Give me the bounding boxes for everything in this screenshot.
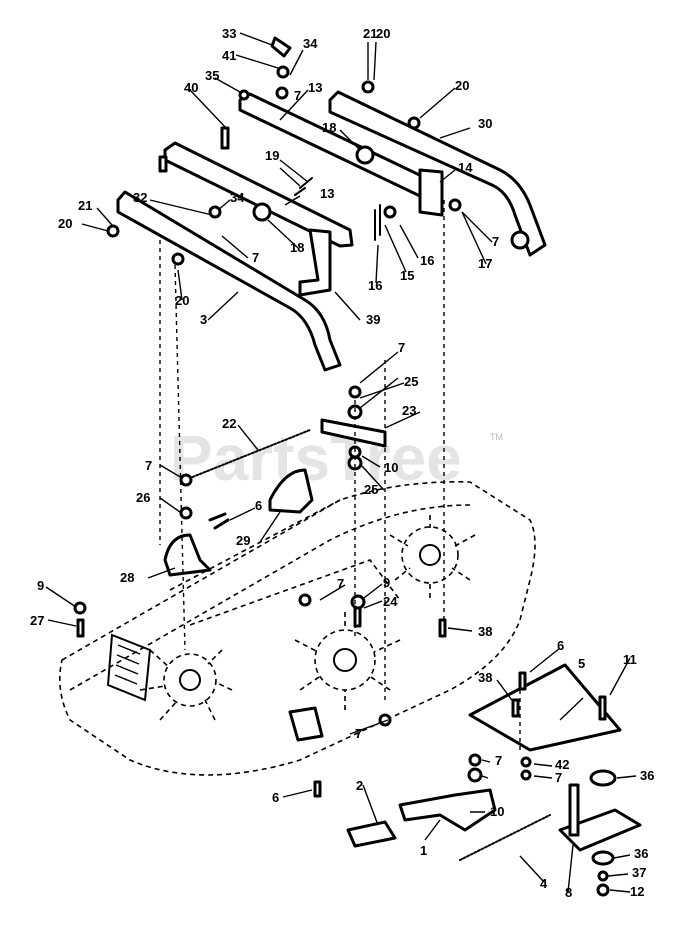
watermark: PartsTree	[170, 422, 462, 494]
plate-5	[468, 663, 622, 752]
watermark-trademark: TM	[490, 432, 503, 442]
callout-16: 16	[368, 278, 382, 293]
callout-1: 1	[420, 843, 427, 858]
callout-32: 32	[133, 190, 147, 205]
callout-7: 7	[492, 234, 499, 249]
callout-4: 4	[540, 876, 548, 891]
leader-lines	[45, 32, 637, 893]
callout-20: 20	[58, 216, 72, 231]
right-spindle	[389, 515, 476, 598]
callout-13: 13	[320, 186, 334, 201]
callout-42: 42	[555, 757, 569, 772]
bracket-14	[418, 168, 444, 217]
callout-2: 2	[356, 778, 363, 793]
callout-33: 33	[222, 26, 236, 41]
callout-7: 7	[555, 770, 562, 785]
height-scale	[106, 633, 152, 702]
callout-3: 3	[200, 312, 207, 327]
callout-7: 7	[495, 753, 502, 768]
callout-20: 20	[175, 293, 189, 308]
callout-29: 29	[236, 533, 250, 548]
pedal-pad-2	[346, 820, 397, 848]
callout-41: 41	[222, 48, 236, 63]
mower-deck	[59, 481, 536, 776]
left-spindle	[139, 649, 233, 721]
callout-7: 7	[145, 458, 152, 473]
spring-4	[459, 814, 551, 861]
callout-6: 6	[272, 790, 279, 805]
callout-5: 5	[578, 656, 585, 671]
callout-34: 34	[230, 190, 245, 205]
callout-38: 38	[478, 624, 492, 639]
callout-40: 40	[184, 80, 198, 95]
callout-9: 9	[37, 578, 44, 593]
callout-8: 8	[565, 885, 572, 900]
callout-17: 17	[478, 256, 492, 271]
pedal-bracket-1	[398, 788, 497, 832]
callout-34: 34	[303, 36, 318, 51]
callout-23: 23	[402, 403, 416, 418]
callout-27: 27	[30, 613, 44, 628]
callout-9: 9	[383, 575, 390, 590]
callout-6: 6	[557, 638, 564, 653]
callout-16: 16	[420, 253, 434, 268]
callout-39: 39	[366, 312, 380, 327]
callout-35: 35	[205, 68, 219, 83]
upper-hardware	[106, 36, 462, 266]
callout-15: 15	[400, 268, 414, 283]
spring-22	[184, 429, 311, 481]
bracket-28	[163, 533, 212, 577]
callout-19: 19	[265, 148, 279, 163]
callout-37: 37	[632, 865, 646, 880]
callout-7: 7	[294, 88, 301, 103]
callout-10: 10	[384, 460, 398, 475]
bracket-29	[268, 468, 314, 514]
callout-24: 24	[383, 594, 398, 609]
lift-arm-30	[328, 90, 547, 257]
callout-20: 20	[376, 26, 390, 41]
lift-arm-3	[116, 190, 342, 372]
center-spindle	[294, 612, 401, 710]
callout-7: 7	[252, 250, 259, 265]
callout-18: 18	[322, 120, 336, 135]
callout-6: 6	[255, 498, 262, 513]
callout-21: 21	[78, 198, 92, 213]
alignment-lines	[159, 200, 521, 750]
lower-hardware	[73, 385, 617, 897]
callout-26: 26	[136, 490, 150, 505]
callout-14: 14	[458, 160, 473, 175]
bracket-8	[558, 783, 642, 852]
callout-30: 30	[478, 116, 492, 131]
callout-25: 25	[364, 482, 378, 497]
bracket-39	[298, 228, 332, 297]
callout-13: 13	[308, 80, 322, 95]
callout-10: 10	[490, 804, 504, 819]
callout-38: 38	[478, 670, 492, 685]
callout-21: 21	[363, 26, 377, 41]
callout-11: 11	[623, 652, 637, 667]
callout-7: 7	[337, 576, 344, 591]
callout-18: 18	[290, 240, 304, 255]
callout-36: 36	[634, 846, 648, 861]
callout-20: 20	[455, 78, 469, 93]
callout-7: 7	[398, 340, 405, 355]
callout-28: 28	[120, 570, 134, 585]
callout-36: 36	[640, 768, 654, 783]
callout-12: 12	[630, 884, 644, 899]
callout-7: 7	[355, 726, 362, 741]
link-23	[320, 418, 387, 448]
callout-22: 22	[222, 416, 236, 431]
callout-25: 25	[404, 374, 418, 389]
